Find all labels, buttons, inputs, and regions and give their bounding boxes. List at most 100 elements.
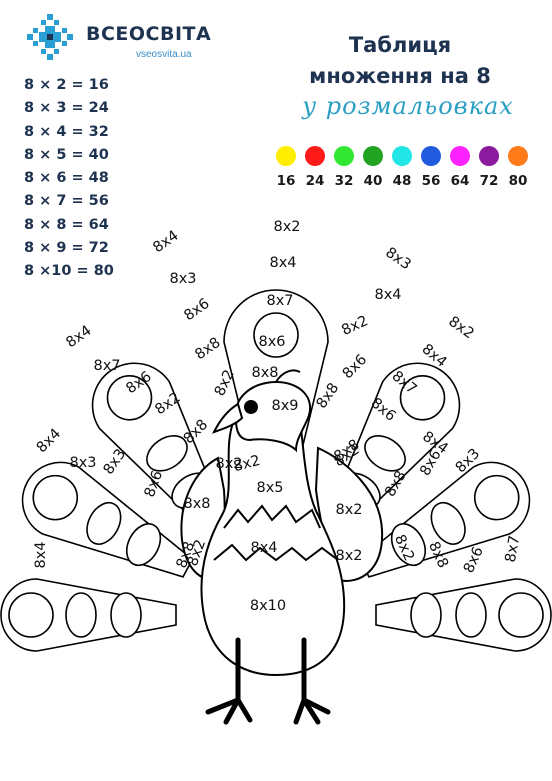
peacock-body-outline (200, 419, 346, 677)
color-swatch: 40 (360, 146, 386, 189)
color-swatch: 16 (273, 146, 299, 189)
region-label: 8x4 (269, 255, 296, 271)
peacock-legs (205, 637, 331, 725)
swatch-value: 56 (421, 173, 441, 189)
region-label-cheek: 8x2 (232, 453, 262, 475)
region-label: 8x6 (340, 352, 370, 382)
region-label: 8x4 (374, 287, 401, 303)
feather-segment (390, 523, 427, 567)
region-label: 8x4 (33, 541, 49, 568)
feather-segment (86, 501, 122, 545)
region-label: 8x7 (503, 534, 523, 563)
peacock-beak (212, 402, 244, 434)
color-swatch: 72 (476, 146, 502, 189)
neck-zigzag (223, 504, 321, 529)
logo-url: vseosvita.ua (136, 49, 192, 60)
fact-item: 8 × 8 = 64 (24, 216, 109, 233)
swatch-value: 72 (479, 173, 499, 189)
region-label: 8x2 (215, 456, 242, 472)
color-swatch: 48 (389, 146, 415, 189)
right-leg (293, 637, 331, 725)
region-label: 8x2 (445, 314, 476, 343)
feather-segment (146, 435, 188, 472)
region-label: 8x4 (150, 228, 181, 257)
region-label: 8x6 (461, 544, 487, 575)
region-label: 8x8 (192, 335, 223, 364)
region-label: 8x7 (93, 358, 120, 374)
region-label: 8x2 (339, 313, 370, 339)
fact-item: 8 × 4 = 32 (24, 123, 109, 140)
fact-item: 8 ×10 = 80 (24, 263, 114, 280)
color-dot (508, 146, 528, 166)
fact-item: 8 × 3 = 24 (24, 100, 109, 117)
region-label: 8x3 (169, 271, 196, 287)
region-label: 8x8 (251, 365, 278, 381)
feather-segment (125, 523, 162, 567)
feather-eye-spot (8, 592, 54, 638)
logo-name: ВСЕОСВІТА (86, 23, 212, 45)
color-dot (363, 146, 383, 166)
fact-item: 8 × 2 = 16 (24, 77, 109, 93)
swatch-value: 40 (363, 173, 383, 189)
region-label: 8x7 (266, 293, 293, 309)
region-label: 8x3 (382, 245, 413, 274)
region-label-body: 8x10 (250, 598, 286, 614)
title-line-2: множення на 8 (309, 64, 491, 88)
peacock-crest (275, 369, 301, 383)
peacock-body (180, 369, 384, 677)
color-dot (450, 146, 470, 166)
region-label: 8x4 (63, 323, 94, 352)
logo: ВСЕОСВІТА vseosvita.ua (26, 12, 216, 68)
page-subtitle: у розмальовках (302, 92, 514, 120)
region-label: 8x3 (69, 455, 96, 471)
feather-eye-spot (399, 374, 446, 421)
swatch-value: 24 (305, 173, 325, 189)
feather-segment (410, 592, 442, 638)
region-label: 8x4 (34, 426, 64, 456)
title-line-1: Таблиця (348, 33, 452, 57)
color-dot (334, 146, 354, 166)
color-swatch: 32 (331, 146, 357, 189)
feather-eye-spot (473, 474, 520, 521)
left-leg (205, 637, 253, 725)
color-dot (276, 146, 296, 166)
color-key: 16 24 32 40 48 56 64 72 80 (271, 146, 531, 196)
feather-segment (364, 435, 406, 472)
feather-segment (430, 501, 466, 545)
color-swatch: 56 (418, 146, 444, 189)
region-label-chest: 8x4 (250, 540, 277, 556)
feather-eye-spot (498, 592, 544, 638)
feather-segment (455, 592, 487, 638)
fact-item: 8 × 7 = 56 (24, 193, 109, 210)
color-swatch: 80 (505, 146, 531, 189)
region-label-head: 8x9 (271, 398, 298, 414)
feather-eye-spot (106, 374, 153, 421)
feather-eye-spot (253, 312, 299, 358)
fact-item: 8 × 6 = 48 (24, 170, 109, 187)
fact-item: 8 × 9 = 72 (24, 240, 109, 257)
region-label: 8x2 (273, 219, 300, 235)
ornament-logo-icon (27, 14, 73, 60)
region-label: 8x2 (335, 502, 362, 518)
color-dot (305, 146, 325, 166)
feather-segment (110, 592, 142, 638)
color-swatch: 24 (302, 146, 328, 189)
region-label: 8x6 (181, 296, 212, 325)
feather-eye-spot (32, 474, 79, 521)
swatch-value: 16 (276, 173, 296, 189)
feather-segment (65, 592, 97, 638)
swatch-value: 80 (508, 173, 528, 189)
peacock-eye (244, 400, 258, 414)
region-label-neck: 8x5 (256, 480, 283, 496)
region-label: 8x8 (183, 496, 210, 512)
swatch-value: 48 (392, 173, 412, 189)
chest-zigzag (213, 543, 339, 562)
peacock-head (234, 380, 311, 453)
swatch-value: 32 (334, 173, 354, 189)
page-title: Таблиця множення на 8 (280, 30, 520, 92)
region-label-right-chest-1: 8x2 (335, 548, 362, 564)
color-dot (392, 146, 412, 166)
color-swatch: 64 (447, 146, 473, 189)
color-dot (479, 146, 499, 166)
